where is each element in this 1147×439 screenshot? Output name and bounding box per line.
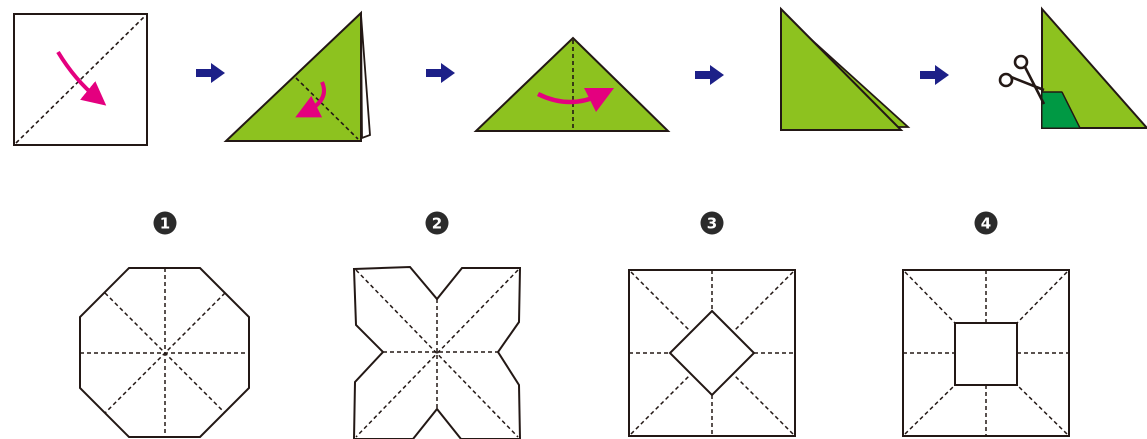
option-3-number: 3 (707, 215, 717, 233)
scissors-icon (998, 54, 1046, 105)
option-1-badge: 1 (153, 211, 177, 235)
option-2-cross-shape (352, 265, 522, 439)
fold-arrow-icon (295, 81, 326, 118)
fold-arrow-icon (56, 50, 107, 106)
option-4-number: 4 (981, 215, 991, 233)
step-5-cut-triangle (998, 6, 1147, 129)
right-arrow-icon (196, 63, 225, 83)
folding-steps-row (13, 6, 1147, 146)
option-4-square-square-hole (902, 269, 1070, 437)
option-3-square-diamond-hole (628, 269, 796, 437)
right-arrow-icon (695, 65, 724, 85)
step-1-square-paper (13, 13, 148, 146)
right-arrow-icon (920, 65, 949, 85)
option-4-badge: 4 (974, 211, 998, 235)
option-2-badge: 2 (425, 211, 449, 235)
step-3-triangle-fold (473, 36, 671, 132)
option-3-badge: 3 (700, 211, 724, 235)
option-1-octagon-shape (79, 267, 250, 438)
answer-options-row: 1 2 3 4 (79, 211, 1070, 439)
option-2-number: 2 (432, 215, 442, 233)
right-arrow-icon (426, 63, 455, 83)
fold-arrow-icon (536, 87, 615, 113)
step-4-small-triangle (780, 6, 911, 131)
step-2-triangle-fold (223, 10, 371, 142)
option-1-number: 1 (160, 215, 170, 233)
